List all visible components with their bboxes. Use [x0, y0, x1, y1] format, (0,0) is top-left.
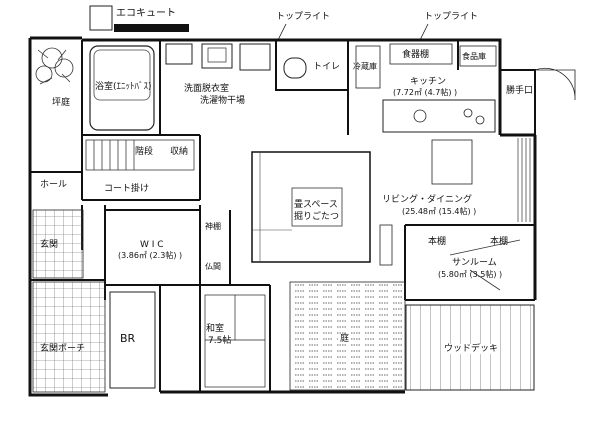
- sunroom-label: サンルーム: [452, 258, 497, 268]
- ecocute-unit: [89, 5, 113, 31]
- inner-walls: [30, 40, 536, 392]
- courtyard-plants: [35, 47, 74, 85]
- living-size-label: (25.48㎡ (15.4帖) ): [402, 207, 477, 216]
- garden-label: 庭: [338, 334, 352, 344]
- back-door-label: 勝手口: [506, 86, 534, 96]
- fridge-label: 冷蔵庫: [353, 62, 377, 71]
- kitchen-size-label: (7.72㎡ (4.7帖) ): [393, 88, 458, 97]
- tatami-space-label: 畳スペース: [294, 200, 338, 210]
- br-closet: [109, 291, 156, 389]
- dining-table: [431, 139, 473, 185]
- right-windows: [517, 138, 531, 222]
- tsubo-niwa-label: 坪庭: [52, 98, 71, 108]
- back-door-swing: [534, 67, 576, 101]
- butsudan-label: 仏間: [205, 262, 221, 271]
- washitsu-label: 和室: [206, 324, 225, 334]
- shelf-label: 食器棚: [402, 50, 430, 60]
- pantry-label: 食品庫: [462, 52, 486, 61]
- washitsu-size-label: 7.5帖: [208, 336, 232, 346]
- washitsu-tatami: [204, 294, 266, 388]
- entrance-floor: [32, 209, 84, 279]
- stairs: [85, 139, 195, 171]
- toplight-label-1: トップライト: [276, 12, 331, 22]
- wash-basin: [165, 43, 193, 65]
- entrance-label: 玄関: [40, 240, 59, 250]
- tatami-space: [251, 151, 371, 263]
- storage-label: 収納: [170, 147, 189, 157]
- kitchen-label: キッチン: [410, 77, 447, 87]
- ecocute-label: エコキュート: [116, 8, 176, 19]
- br-label: BR: [120, 332, 136, 345]
- kitchen-counter: [382, 99, 496, 133]
- kamidana-label: 神棚: [205, 222, 221, 231]
- horigotatsu-label: 掘りごたつ: [294, 212, 340, 222]
- wood-deck: [405, 304, 535, 391]
- bookshelf-label-2: 本棚: [490, 237, 509, 247]
- wic-size-label: (3.86㎡ (2.3帖) ): [118, 251, 183, 260]
- wood-deck-label: ウッドデッキ: [442, 344, 501, 354]
- toilet-bowl: [283, 57, 307, 79]
- toplight-label-2: トップライト: [424, 12, 479, 22]
- bath-label: 浴室(ｴﾆｯﾄﾊﾞｽ): [95, 82, 152, 92]
- wic-label: W I C: [140, 240, 164, 250]
- sunroom-size-label: (5.80㎡ (3.5帖) ): [438, 270, 503, 279]
- sofa: [379, 224, 393, 266]
- bath-tub: [89, 45, 155, 131]
- toilet-label: トイレ: [313, 62, 341, 72]
- living-dining-label: リビング・ダイニング: [382, 195, 473, 205]
- washroom-label: 洗面脱衣室: [184, 84, 230, 94]
- laundry-label: 洗濯物干場: [200, 96, 246, 106]
- porch-tiles: [32, 281, 106, 393]
- entrance-porch-label: 玄関ポーチ: [40, 344, 86, 354]
- hall-label: ホール: [40, 180, 68, 190]
- clothes-rack: [449, 239, 521, 291]
- coat-hook-label: コート掛け: [104, 184, 150, 194]
- stairs-label: 階段: [135, 147, 154, 157]
- bookshelf-label-1: 本棚: [428, 237, 447, 247]
